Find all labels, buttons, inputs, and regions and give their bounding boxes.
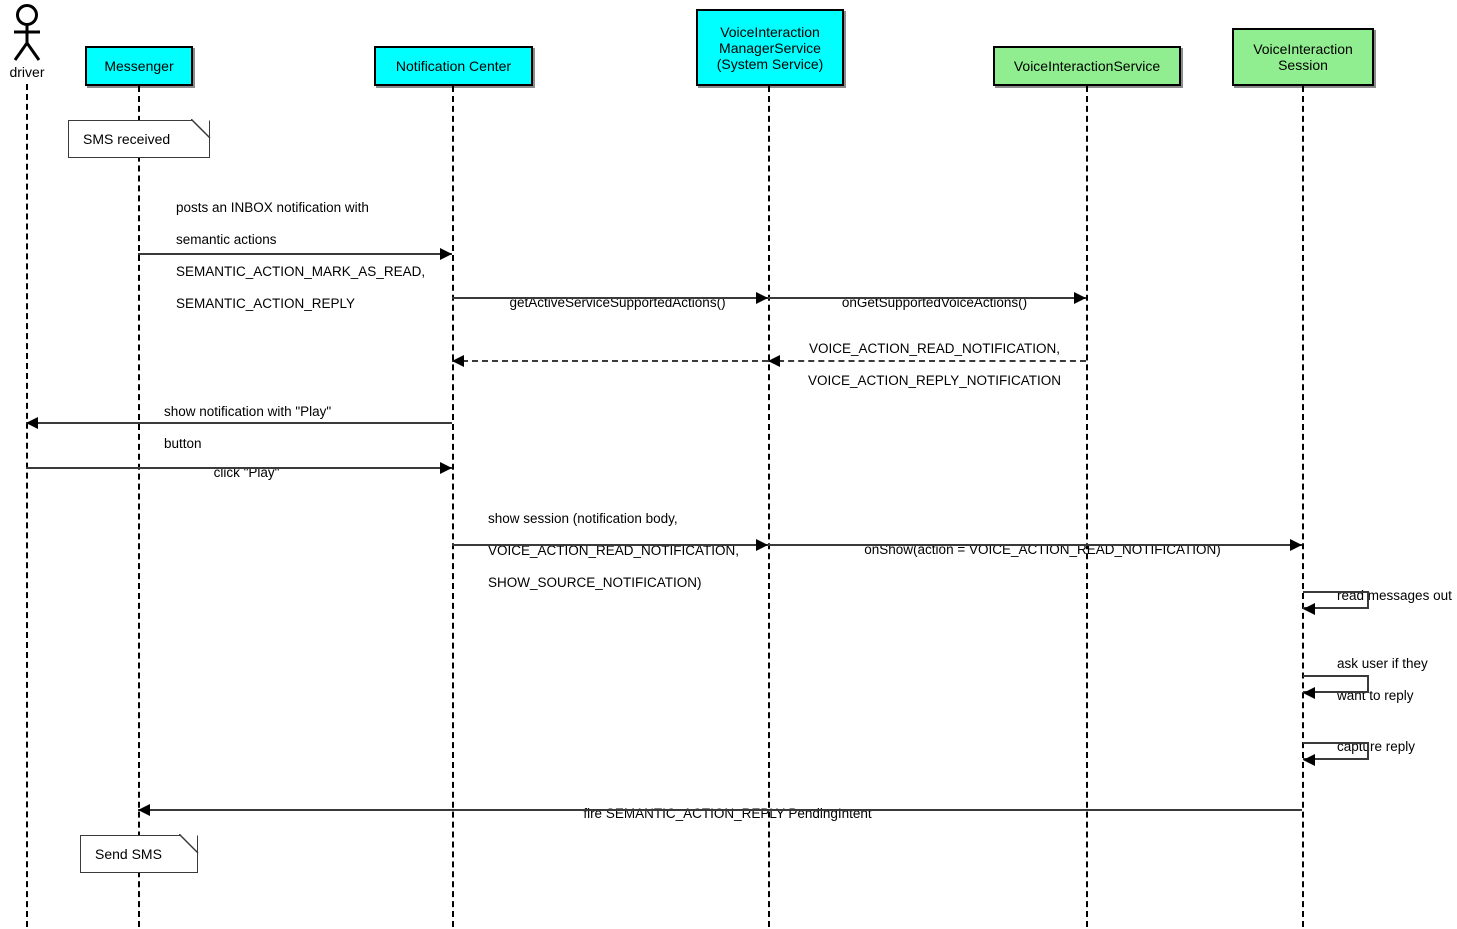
participant-messenger-label: Messenger — [104, 58, 174, 74]
message-m5-arrowhead — [452, 355, 464, 367]
participant-voiceinteraction-session[interactable]: VoiceInteraction Session — [1232, 28, 1374, 86]
message-m6-line1: show notification with "Play" — [164, 404, 332, 419]
message-m8-arrowhead — [756, 539, 768, 551]
participant-messenger[interactable]: Messenger — [85, 46, 193, 86]
message-m6-line — [26, 422, 452, 424]
message-m6-line2: button — [164, 436, 202, 451]
lifeline-voiceinteraction-manager-service — [768, 86, 770, 927]
note-send-sms-fold-edge — [179, 834, 199, 854]
message-m8-label: show session (notification body, VOICE_A… — [473, 495, 773, 607]
message-m10-line — [138, 809, 1302, 811]
message-m4-label: VOICE_ACTION_READ_NOTIFICATION, VOICE_AC… — [768, 325, 1086, 405]
actor-driver-label: driver — [9, 64, 45, 80]
message-m9-arrowhead — [1290, 539, 1302, 551]
message-m3-line — [768, 297, 1086, 299]
participant-vims-label-line1: VoiceInteraction — [720, 23, 820, 40]
message-m1-line3: SEMANTIC_ACTION_MARK_AS_READ, — [176, 264, 426, 279]
self-call-sc2-line1: ask user if they — [1337, 656, 1428, 671]
note-sms-received-fold-edge — [191, 119, 211, 139]
note-send-sms: Send SMS — [80, 835, 198, 873]
message-m3-label: onGetSupportedVoiceActions() — [768, 279, 1086, 327]
self-call-sc1-bracket — [1303, 591, 1369, 609]
message-m6-arrowhead — [26, 417, 38, 429]
message-m7-line — [26, 467, 452, 469]
lifeline-voiceinteraction-session — [1302, 86, 1304, 927]
message-m4-arrowhead — [768, 355, 780, 367]
message-m9-line — [768, 544, 1302, 546]
participant-notification-center-label: Notification Center — [395, 58, 512, 74]
note-send-sms-label: Send SMS — [95, 846, 162, 862]
participant-session-label-line2: Session — [1278, 57, 1328, 73]
self-call-sc3-arrowhead — [1303, 754, 1315, 766]
message-m5-line — [452, 360, 768, 362]
actor-driver-icon — [13, 4, 41, 61]
message-m6-label: show notification with "Play" button — [149, 388, 479, 468]
participant-session-label-line1: VoiceInteraction — [1253, 41, 1353, 57]
message-m8-line3: SHOW_SOURCE_NOTIFICATION) — [488, 575, 702, 590]
participant-vims-label-line2: ManagerService — [719, 39, 821, 56]
message-m1-label: posts an INBOX notification with semanti… — [161, 184, 581, 328]
self-call-sc3-bracket — [1303, 742, 1369, 760]
message-m8-line1: show session (notification body, — [488, 511, 678, 526]
lifeline-notification-center — [452, 86, 454, 927]
message-m2-line — [452, 297, 768, 299]
message-m7-label: click "Play" — [26, 449, 452, 497]
participant-vims-label-line3: (System Service) — [716, 55, 824, 72]
message-m1-line4: SEMANTIC_ACTION_REPLY — [176, 296, 356, 311]
message-m1-line2: semantic actions — [176, 232, 277, 247]
message-m9-label: onShow(action = VOICE_ACTION_READ_NOTIFI… — [768, 526, 1302, 574]
participant-voiceinteraction-manager-service[interactable]: VoiceInteraction ManagerService (System … — [696, 9, 844, 86]
message-m1-arrowhead — [440, 248, 452, 260]
message-m1-line1: posts an INBOX notification with — [176, 200, 369, 215]
message-m3-arrowhead — [1074, 292, 1086, 304]
participant-voiceinteraction-service-label: VoiceInteractionService — [1013, 58, 1161, 74]
message-m1-line — [138, 253, 452, 255]
lifeline-messenger — [138, 86, 140, 927]
message-m4-line — [768, 360, 1086, 362]
message-m4-line1: VOICE_ACTION_READ_NOTIFICATION, — [808, 341, 1061, 356]
lifeline-driver — [26, 84, 28, 927]
note-sms-received-label: SMS received — [83, 131, 171, 147]
self-call-sc1-arrowhead — [1303, 603, 1315, 615]
message-m8-line — [452, 544, 768, 546]
participant-notification-center[interactable]: Notification Center — [374, 46, 533, 86]
note-sms-received: SMS received — [68, 120, 210, 158]
message-m4-line2: VOICE_ACTION_REPLY_NOTIFICATION — [807, 373, 1062, 388]
message-m2-label: getActiveServiceSupportedActions() — [452, 279, 768, 327]
message-m10-arrowhead — [138, 804, 150, 816]
message-m7-arrowhead — [440, 462, 452, 474]
message-m2-arrowhead — [756, 292, 768, 304]
lifeline-voiceinteraction-service — [1086, 86, 1088, 927]
self-call-sc2-arrowhead — [1303, 687, 1315, 699]
message-m8-line2: VOICE_ACTION_READ_NOTIFICATION, — [488, 543, 740, 558]
message-m10-label: fire SEMANTIC_ACTION_REPLY PendingIntent — [138, 790, 1302, 838]
self-call-sc2-bracket — [1303, 675, 1369, 693]
participant-voiceinteraction-service[interactable]: VoiceInteractionService — [993, 46, 1181, 86]
